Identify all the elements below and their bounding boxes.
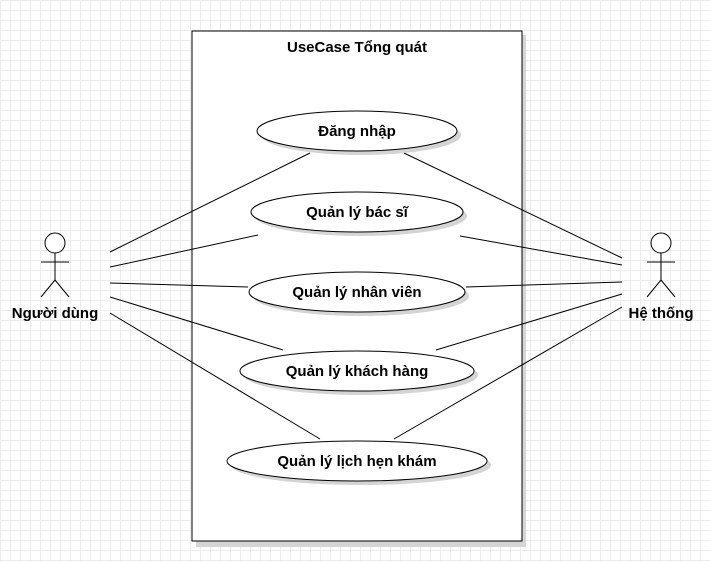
assoc-user-staff <box>109 282 249 288</box>
use-case-ellipse[interactable] <box>256 110 458 152</box>
use-case-ellipse[interactable] <box>250 191 464 233</box>
assoc-user-customers <box>109 296 284 351</box>
assoc-system-doctors <box>459 235 623 266</box>
actor-label: Hệ thống <box>629 305 694 322</box>
use-case-label: Quản lý bác sĩ <box>306 204 409 221</box>
assoc-user-appointments <box>109 312 321 440</box>
assoc-system-login <box>403 152 623 259</box>
use-case-ellipse[interactable] <box>248 271 466 313</box>
assoc-system-appointments <box>393 306 623 440</box>
use-case-ellipse[interactable] <box>239 350 475 392</box>
use-case-customers[interactable]: Quản lý khách hàng <box>239 350 478 395</box>
actor-system[interactable]: Hệ thống <box>629 232 694 322</box>
stick-figure-icon <box>40 232 70 298</box>
stick-figure-icon <box>646 232 676 298</box>
associations <box>109 152 623 440</box>
assoc-system-customers <box>435 293 623 351</box>
actor-label: Người dùng <box>12 305 99 322</box>
use-case-label: Quản lý lịch hẹn khám <box>277 453 436 470</box>
use-case-appointments[interactable]: Quản lý lịch hẹn khám <box>226 440 491 485</box>
use-case-login[interactable]: Đăng nhập <box>256 110 461 155</box>
assoc-system-staff <box>465 281 623 288</box>
use-case-label: Quản lý nhân viên <box>292 284 421 301</box>
use-case-ellipse[interactable] <box>226 440 488 482</box>
use-case-label: Quản lý khách hàng <box>286 363 429 380</box>
system-title: UseCase Tổng quát <box>287 39 427 56</box>
assoc-user-login <box>109 152 311 253</box>
actor-user[interactable]: Người dùng <box>12 232 99 322</box>
assoc-user-doctors <box>109 234 259 268</box>
use-case-doctors[interactable]: Quản lý bác sĩ <box>250 191 467 236</box>
use-case-staff[interactable]: Quản lý nhân viên <box>248 271 469 316</box>
use-case-label: Đăng nhập <box>318 123 396 140</box>
